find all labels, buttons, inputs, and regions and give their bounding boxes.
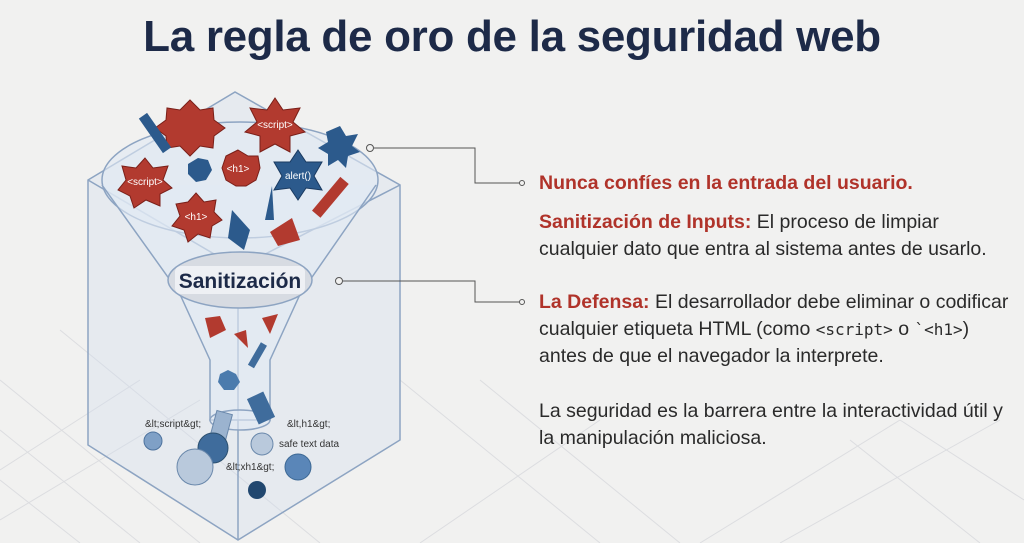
tag-script: <script> [257,120,293,131]
sanitization-text: El proceso de limpiar cualquier dato que… [539,211,987,260]
output-label: &lt,h1&gt; [287,419,330,430]
tag-alert: alert() [285,171,311,182]
defense-label: La Defensa: [539,291,650,313]
star-shape [117,157,173,209]
cylinder-shape [247,342,267,369]
star-shape [318,126,360,168]
shard-shape [205,316,226,338]
star-shape [188,158,212,182]
defense-text: ) antes de que el navegador la interpret… [539,317,970,368]
filter-mesh: Sanitización [175,266,305,294]
sanitization-point: Sanitización de Inputs: El proceso de li… [539,209,1009,262]
output-label: &lt;script&gt; [145,419,201,430]
star-shape [218,370,240,390]
cylinder-shape [312,176,349,218]
shard-shape [262,314,278,334]
star-shape [154,99,226,157]
star-shape [221,149,261,187]
tag-h1: <h1> [185,212,208,223]
cylinder-shape [246,391,276,425]
defense-point: La Defensa: El desarrollador debe elimin… [539,289,1009,370]
background-grid [0,329,1024,543]
shard-shape [228,210,250,250]
connector-lines [335,144,525,305]
cylinder-shape [138,112,172,154]
safe-output: &lt;script&gt; &lt,h1&gt; safe text data… [143,391,339,499]
star-shape [171,192,223,243]
output-label: safe text data [279,439,339,450]
headline: Nunca confíes en la entrada del usuario. [539,172,913,194]
star-shape [243,97,307,153]
star-shape [273,149,323,201]
cone-shape [265,186,274,220]
conclusion: La seguridad es la barrera entre la inte… [539,400,1003,449]
sanitization-label: Sanitización de Inputs: [539,211,752,233]
malicious-shapes: <script> <script> <h1> <h1> alert() [117,97,360,390]
filter-label: Sanitización [179,270,302,293]
tag-h1: <h1> [227,164,250,175]
page-title: La regla de oro de la seguridad web [143,12,881,61]
output-label: &lt;xh1&gt; [226,462,274,473]
shard-shape [270,218,300,246]
defense-text: El desarrollador debe eliminar o codific… [539,291,1009,340]
tag-script: <script> [127,177,163,188]
code-script: <script> [815,319,893,339]
shard-shape [234,330,248,348]
defense-text: o [892,317,915,340]
code-h1: `<h1> [914,319,963,339]
